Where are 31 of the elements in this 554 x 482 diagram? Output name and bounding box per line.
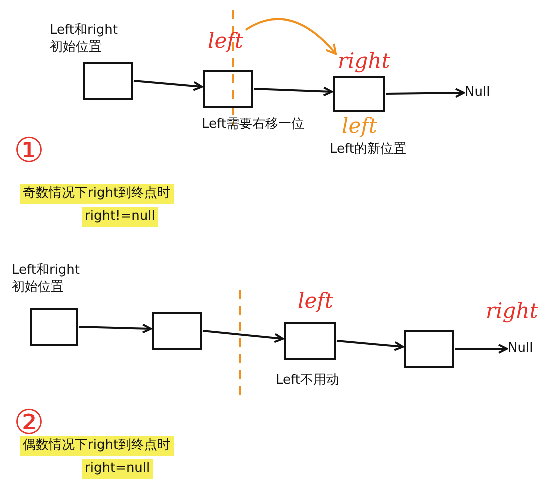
highlighted-note: right!=null — [82, 207, 158, 227]
arrow — [336, 340, 404, 352]
arrow — [455, 344, 508, 354]
list-node-box — [333, 76, 385, 112]
list-node-box — [404, 330, 454, 368]
list-node-box — [83, 62, 133, 100]
list-node-box — [30, 308, 78, 346]
node-caption: Left的新位置 — [330, 141, 408, 158]
pointer-label: right — [486, 298, 538, 324]
arrow — [254, 86, 333, 97]
list-node-box — [284, 322, 336, 360]
null-label: Null — [508, 340, 534, 357]
arrow — [134, 80, 203, 92]
node-caption: Left和right初始位置 — [12, 262, 82, 296]
list-node-box — [152, 312, 202, 350]
node-caption: Left和right初始位置 — [50, 22, 120, 56]
curved-arrow — [246, 18, 337, 55]
node-caption: Left不用动 — [276, 372, 340, 389]
arrow — [386, 88, 465, 98]
null-label: Null — [465, 84, 490, 101]
highlighted-note: 奇数情况下right到终点时 — [20, 184, 174, 204]
arrow — [202, 330, 284, 344]
pointer-label: left — [208, 28, 244, 54]
pointer-label: left — [342, 113, 378, 139]
step-number: ① — [14, 132, 44, 170]
highlighted-note: right=null — [82, 459, 154, 479]
list-node-box — [203, 70, 253, 108]
pointer-label: left — [298, 288, 334, 314]
arrow — [78, 324, 152, 334]
pointer-label: right — [338, 48, 390, 74]
node-caption: Left需要右移一位 — [202, 116, 306, 133]
